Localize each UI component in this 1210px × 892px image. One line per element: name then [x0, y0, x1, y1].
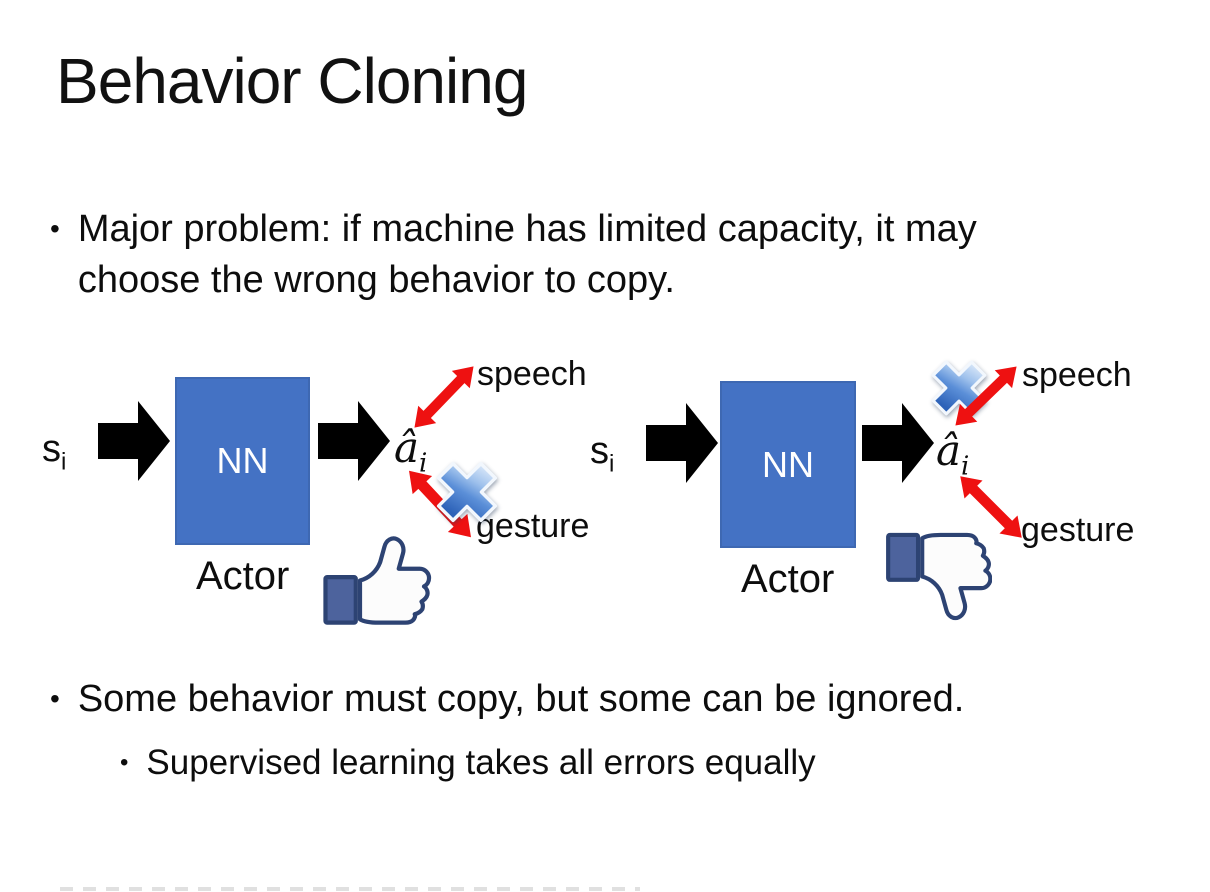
sub-bullet-text: Supervised learning takes all errors equ… [146, 743, 816, 782]
bullet-marker: • [50, 213, 60, 244]
action-speech-label: speech [1022, 356, 1132, 394]
nn-label: NN [762, 443, 814, 485]
bullet-text: Major problem: if machine has limited ca… [77, 208, 977, 301]
thumbs-up-icon [323, 536, 432, 625]
action-arrow-speech-icon [955, 366, 1017, 426]
state-input-label: si [590, 430, 615, 478]
cross-icon [931, 360, 987, 416]
bullet-some-behavior: • Some behavior must copy, but some can … [50, 674, 964, 725]
thumbs-down-icon [886, 532, 992, 621]
action-gesture-label: gesture [476, 507, 590, 545]
bullet-marker: • [50, 683, 60, 714]
action-output-label: âi [936, 426, 970, 482]
action-arrow-gesture-icon [960, 476, 1022, 538]
flow-arrow-icon [862, 403, 934, 483]
flow-arrow-icon [646, 403, 718, 483]
bottom-edge-artifact [60, 887, 640, 891]
nn-label: NN [216, 440, 269, 481]
page-title: Behavior Cloning [56, 45, 528, 117]
nn-box: NN [720, 381, 856, 548]
flow-arrow-icon [98, 401, 170, 481]
flow-arrow-icon [318, 401, 390, 481]
bullet-major-problem: • Major problem: if machine has limited … [50, 204, 1060, 305]
nn-box: NN [175, 377, 310, 545]
state-input-label: si [42, 428, 67, 476]
action-gesture-label: gesture [1021, 511, 1135, 549]
action-speech-label: speech [477, 355, 587, 393]
bullet-marker: • [120, 749, 129, 776]
sub-bullet-supervised: • Supervised learning takes all errors e… [120, 740, 816, 786]
action-arrow-speech-icon [414, 366, 474, 428]
action-output-label: âi [394, 423, 428, 479]
cross-icon [436, 461, 498, 523]
actor-caption: Actor [196, 554, 290, 598]
bullet-text: Some behavior must copy, but some can be… [77, 678, 965, 720]
actor-caption: Actor [741, 557, 835, 601]
